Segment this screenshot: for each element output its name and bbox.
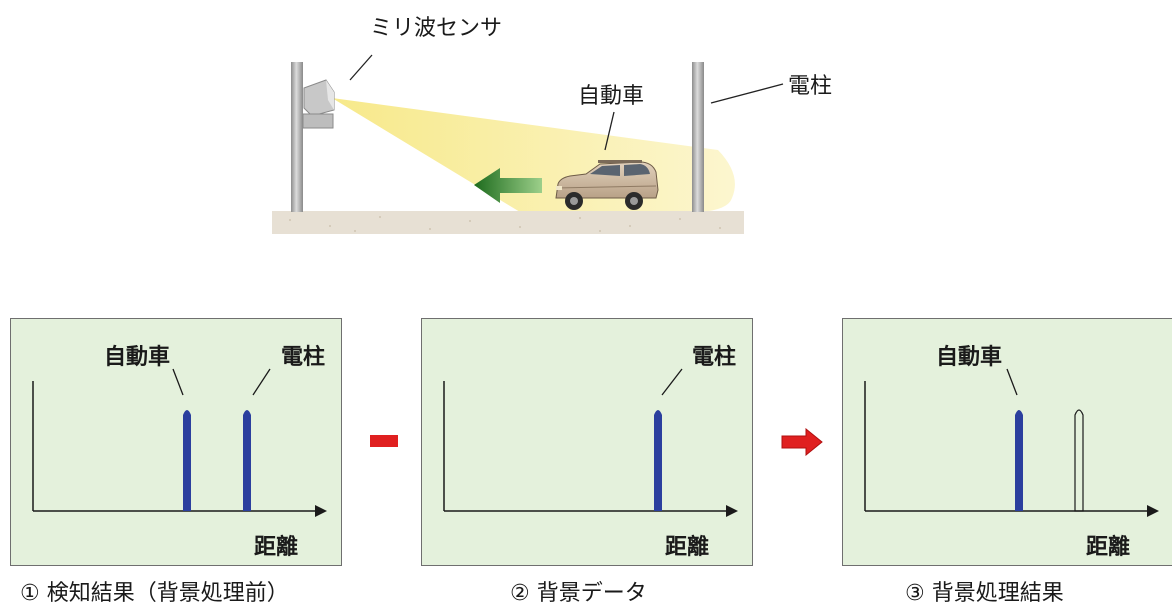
pole-peak-outline: [1074, 409, 1084, 512]
panel3-caption: ③ 背景処理結果: [905, 581, 1064, 606]
panel1-pole-label: 電柱: [281, 345, 326, 370]
panel-background-data: 電柱 距離: [421, 318, 753, 566]
ground: [272, 211, 744, 234]
pole-peak: [243, 410, 251, 511]
panel-detection-result: 自動車 電柱 距離: [10, 318, 342, 566]
sensor-pole: [291, 62, 303, 212]
car-label: 自動車: [578, 84, 645, 109]
radar-beam: [332, 98, 735, 212]
panel2-axis-label: 距離: [665, 535, 710, 560]
panel-processing-result: 自動車 距離: [842, 318, 1172, 566]
travel-direction-arrow: [474, 168, 542, 203]
car-peak: [1015, 410, 1023, 511]
minus-sign-icon: [370, 435, 398, 447]
utility-pole: [692, 62, 704, 212]
panel2-caption: ② 背景データ: [510, 581, 647, 606]
car-peak: [183, 410, 191, 511]
panel1-car-label: 自動車: [104, 345, 171, 370]
panel3-car-label: 自動車: [936, 345, 1003, 370]
pole-peak: [654, 410, 662, 511]
panel1-axis-label: 距離: [254, 535, 299, 560]
panel3-axis-label: 距離: [1086, 535, 1131, 560]
panel1-caption: ① 検知結果（背景処理前）: [20, 581, 289, 606]
car-icon: [555, 160, 659, 210]
sensor-label: ミリ波センサ: [370, 16, 503, 41]
panel2-pole-label: 電柱: [692, 345, 737, 370]
pole-label: 電柱: [788, 74, 833, 99]
scene-illustration: [0, 0, 1172, 250]
red-arrow-icon: [780, 427, 824, 460]
radar-sensor-icon: [302, 79, 335, 129]
